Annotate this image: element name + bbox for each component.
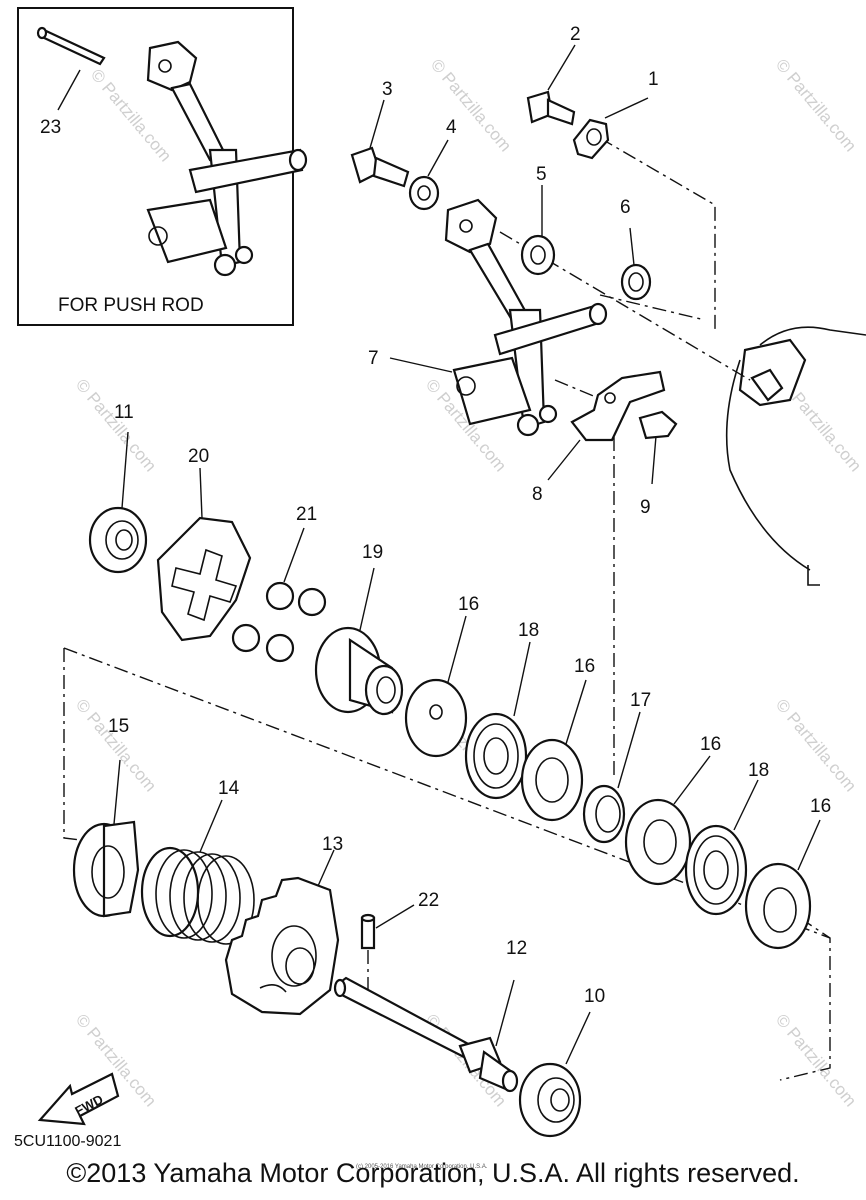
callout-14: 14 [218, 778, 240, 799]
inset-caption: FOR PUSH ROD [58, 295, 204, 316]
part-21-balls [231, 581, 327, 663]
fwd-arrow-icon: FWD [37, 1072, 120, 1126]
part-9-bolt [638, 410, 678, 440]
watermark: © Partzilla.com [772, 695, 860, 795]
callout-8: 8 [532, 484, 543, 505]
part-14-spring [140, 846, 255, 945]
callout-12: 12 [506, 938, 527, 959]
callout-9: 9 [640, 497, 651, 518]
lower-assembly: 15 14 13 22 [14, 716, 605, 1170]
part-16-washer [404, 678, 468, 758]
callout-1: 1 [648, 69, 659, 90]
part-18-thrust-bearing [464, 712, 528, 800]
callout-18b: 18 [748, 760, 769, 781]
upper-assembly: 1 2 3 4 5 6 [350, 24, 866, 780]
diagram-code: 5CU1100-9021 [14, 1133, 121, 1150]
part-16-washer [744, 862, 812, 950]
callout-16b: 16 [574, 656, 595, 677]
part-4-washer [408, 175, 440, 211]
part-5-collar [520, 234, 556, 276]
watermark: © Partzilla.com [772, 1010, 860, 1110]
callout-13: 13 [322, 834, 343, 855]
crankcase-outline [725, 326, 866, 586]
part-7-lever-assembly [444, 198, 608, 437]
watermark: © Partzilla.com [772, 55, 860, 155]
callout-21: 21 [296, 504, 317, 525]
small-copyright: (c) 2005-2016 Yamaha Motor Corporation, … [356, 1164, 488, 1170]
part-22-pin [360, 916, 376, 950]
callout-17: 17 [630, 690, 651, 711]
part-11-bearing [88, 506, 148, 574]
part-16-washer [624, 798, 692, 886]
part-13-kick-gear [224, 876, 340, 1016]
copyright-notice: ©2013 Yamaha Motor Corporation, U.S.A. A… [66, 1158, 800, 1188]
callout-16c: 16 [700, 734, 721, 755]
watermark: © Partzilla.com [427, 55, 515, 155]
callout-15: 15 [108, 716, 129, 737]
push-rod-pin [38, 28, 106, 66]
callout-3: 3 [382, 79, 393, 100]
callout-22: 22 [418, 890, 439, 911]
part-8-bracket [570, 370, 666, 442]
part-1-plate-washer [572, 118, 610, 160]
part-19-sleeve [314, 626, 404, 716]
callout-11: 11 [114, 402, 134, 423]
inset-push-rod: 23 FOR PUSH ROD [17, 7, 308, 326]
part-20-damper [156, 516, 252, 642]
callout-6: 6 [620, 197, 631, 218]
callout-19: 19 [362, 542, 383, 563]
part-16-washer [520, 738, 584, 822]
callout-16a: 16 [458, 594, 479, 615]
watermark: © Partzilla.com [72, 695, 160, 795]
callout-16d: 16 [810, 796, 831, 817]
part-17-collar [582, 784, 626, 844]
callout-4: 4 [446, 117, 457, 138]
part-18-thrust-bearing [684, 824, 748, 916]
part-10-bearing [518, 1062, 582, 1138]
callout-7: 7 [368, 348, 379, 369]
watermark: © Partzilla.com [72, 375, 160, 475]
callout-18a: 18 [518, 620, 539, 641]
part-12-kick-shaft [333, 976, 519, 1093]
callout-10: 10 [584, 986, 605, 1007]
part-15-spring-guide [72, 820, 140, 918]
callout-5: 5 [536, 164, 547, 185]
callout-20: 20 [188, 446, 209, 467]
callout-2: 2 [570, 24, 581, 45]
callout-23: 23 [40, 117, 61, 138]
part-6-oil-seal [620, 263, 652, 301]
middle-stack: 11 20 21 19 16 [63, 402, 831, 1081]
